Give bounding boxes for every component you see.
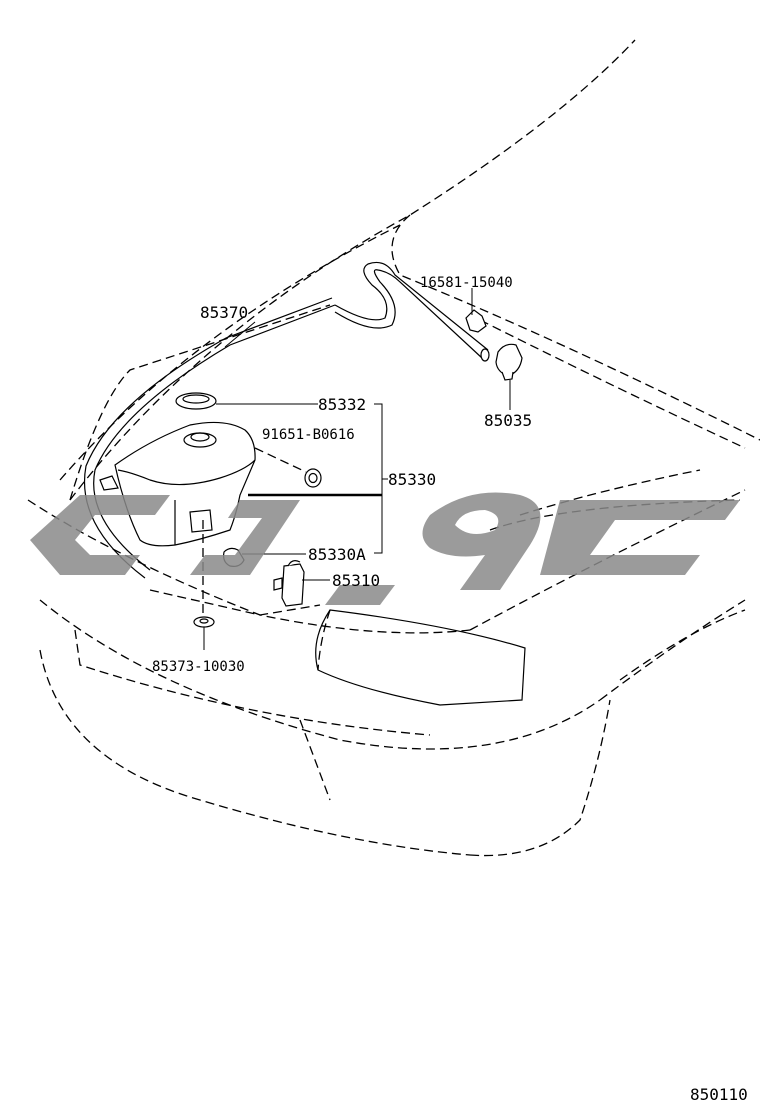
assembly-bracket xyxy=(374,403,388,554)
headlight xyxy=(315,609,526,706)
label-85330A: 85330A xyxy=(308,545,366,564)
label-85332: 85332 xyxy=(318,395,366,414)
label-85373-10030: 85373-10030 xyxy=(152,659,245,675)
watermark-logo xyxy=(30,492,740,605)
label-85370: 85370 xyxy=(200,303,248,322)
washer-nozzle xyxy=(495,343,523,410)
figure-number: 850110 xyxy=(690,1085,748,1104)
washer-pump xyxy=(273,560,330,607)
vehicle-outline xyxy=(27,39,760,857)
label-16581-15040: 16581-15040 xyxy=(420,275,513,291)
part-labels: 85370 16581-15040 85035 85332 91651-B061… xyxy=(152,275,748,1104)
label-85330: 85330 xyxy=(388,470,436,489)
tank-cap xyxy=(175,392,318,410)
label-85310: 85310 xyxy=(332,571,380,590)
hose-leader xyxy=(224,321,256,348)
label-85035: 85035 xyxy=(484,411,532,430)
mounting-bolt xyxy=(254,447,322,488)
label-91651-B0616: 91651-B0616 xyxy=(262,427,355,443)
washer-hose xyxy=(83,261,490,579)
hose-clamp xyxy=(465,288,487,333)
